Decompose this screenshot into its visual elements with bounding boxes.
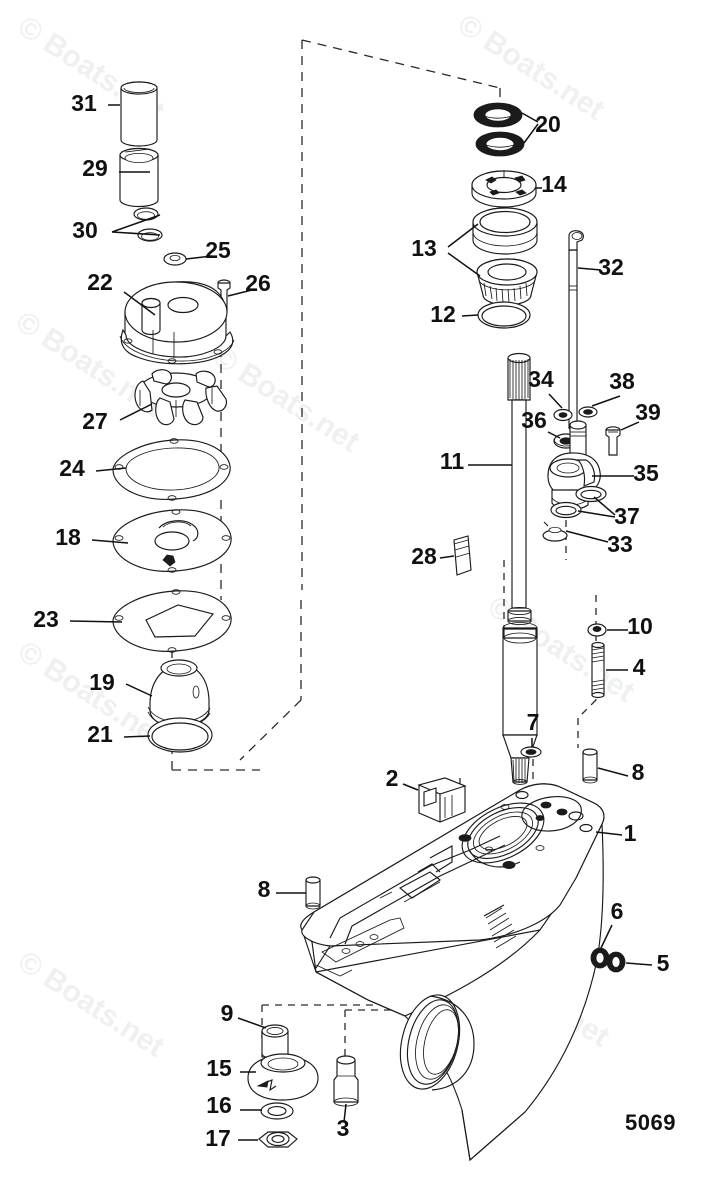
part-10-nut xyxy=(587,623,607,637)
part-34-washer xyxy=(553,408,573,422)
part-31-sleeve xyxy=(120,81,158,147)
callout-o-ring-large: 21 xyxy=(87,721,113,747)
part-14-tab-washer xyxy=(471,170,537,208)
part-13-bearing-assembly xyxy=(472,207,538,306)
callout-oil-seal-pair: 20 xyxy=(535,111,561,137)
callout-shift-shaft-bushing-assembly: 35 xyxy=(633,460,659,486)
callout-o-ring-pair-bushing: 37 xyxy=(614,503,640,529)
part-16-washer xyxy=(260,1102,294,1120)
callout-washer-thrust: 16 xyxy=(206,1092,232,1118)
callout-water-pump-impeller: 27 xyxy=(82,408,108,434)
part-7-washer xyxy=(520,746,542,758)
callout-washer-small-anode: 6 xyxy=(611,898,624,924)
callout-o-ring-seal-pair: 30 xyxy=(72,217,98,243)
leader-lines xyxy=(69,104,653,1141)
part-4-stud xyxy=(591,641,605,699)
callout-key-woodruff: 28 xyxy=(411,543,437,569)
part-32-shift-rod xyxy=(568,230,584,431)
part-19-tube-guide xyxy=(147,659,211,728)
callout-screw-retaining: 39 xyxy=(635,399,661,425)
part-15-anode-cap xyxy=(247,1053,319,1101)
part-9-spacer xyxy=(261,1024,289,1060)
callout-nut-stud: 10 xyxy=(627,613,653,639)
part-20-oil-seals xyxy=(473,102,525,157)
callout-screw-pump-body: 26 xyxy=(245,270,271,296)
callout-washer-drain: 7 xyxy=(527,709,540,735)
part-39-screw xyxy=(605,426,621,456)
part-17-hex-nut xyxy=(258,1131,298,1148)
part-24-gasket-upper xyxy=(112,438,231,501)
callout-dowel-pin-lower: 8 xyxy=(258,876,271,902)
part-30-o-ring-pair xyxy=(133,207,163,242)
part-6-washer xyxy=(590,947,610,969)
callout-shift-shaft-rod: 32 xyxy=(598,254,624,280)
part-21-o-ring-large xyxy=(147,717,213,753)
callout-shift-shaft-bushing-sleeve: 31 xyxy=(71,90,97,116)
callout-drain-screw-plug: 3 xyxy=(337,1115,350,1141)
part-37-o-ring-pair xyxy=(550,485,607,519)
callout-anode-ring-nut-cap: 15 xyxy=(206,1055,232,1081)
callout-o-ring-bearing-carrier: 12 xyxy=(430,301,456,327)
callout-gear-housing-assembly: 1 xyxy=(624,820,637,846)
part-38-washer-flat xyxy=(578,406,598,418)
callout-water-pump-insert-cup: 29 xyxy=(82,155,108,181)
callout-gasket-face-plate-upper: 24 xyxy=(59,455,85,481)
callout-tab-washer-retainer: 14 xyxy=(541,171,567,197)
callout-gasket-face-plate-lower: 23 xyxy=(33,606,59,632)
callout-retaining-clip: 33 xyxy=(607,531,633,557)
part-8-dowel-lower xyxy=(305,876,321,910)
part-5-bushing xyxy=(606,951,626,973)
callout-seal-shift-shaft: 36 xyxy=(521,407,547,433)
part-22-pump-body xyxy=(119,281,235,365)
callout-tapered-roller-bearing-and-race: 13 xyxy=(411,235,437,261)
callout-bushing-anode: 5 xyxy=(657,950,670,976)
part-28-key xyxy=(453,535,472,576)
callout-water-tube-guide-seal: 19 xyxy=(89,669,115,695)
callout-washer-grommet: 25 xyxy=(205,237,231,263)
callout-water-pump-body-cover: 22 xyxy=(87,269,113,295)
part-23-gasket-lower xyxy=(112,589,232,653)
part-8-dowel-upper xyxy=(582,748,598,784)
part-18-face-plate xyxy=(112,509,232,573)
figure-number: 5069 xyxy=(625,1110,676,1135)
part-33-retaining-clip xyxy=(542,521,568,542)
callout-spacer-sleeve: 9 xyxy=(221,1000,234,1026)
part-25-grommet xyxy=(163,252,187,266)
part-3-drain-screw xyxy=(333,1055,359,1107)
part-2-anode xyxy=(417,777,467,823)
callout-dowel-pin-upper: 8 xyxy=(632,759,645,785)
callout-washer-small: 34 xyxy=(528,366,554,392)
callout-washer-flat: 38 xyxy=(609,368,635,394)
callout-stud-long: 4 xyxy=(633,654,646,680)
callout-driveshaft: 11 xyxy=(440,448,465,474)
callout-face-plate-wear-plate: 18 xyxy=(55,524,81,550)
callout-anode-trim-tab: 2 xyxy=(386,765,399,791)
part-1-gear-housing xyxy=(300,783,605,1162)
callout-nut-hex: 17 xyxy=(205,1125,231,1151)
part-29-insert-cup xyxy=(119,147,159,208)
part-12-o-ring xyxy=(477,301,531,329)
part-27-impeller xyxy=(134,369,228,426)
